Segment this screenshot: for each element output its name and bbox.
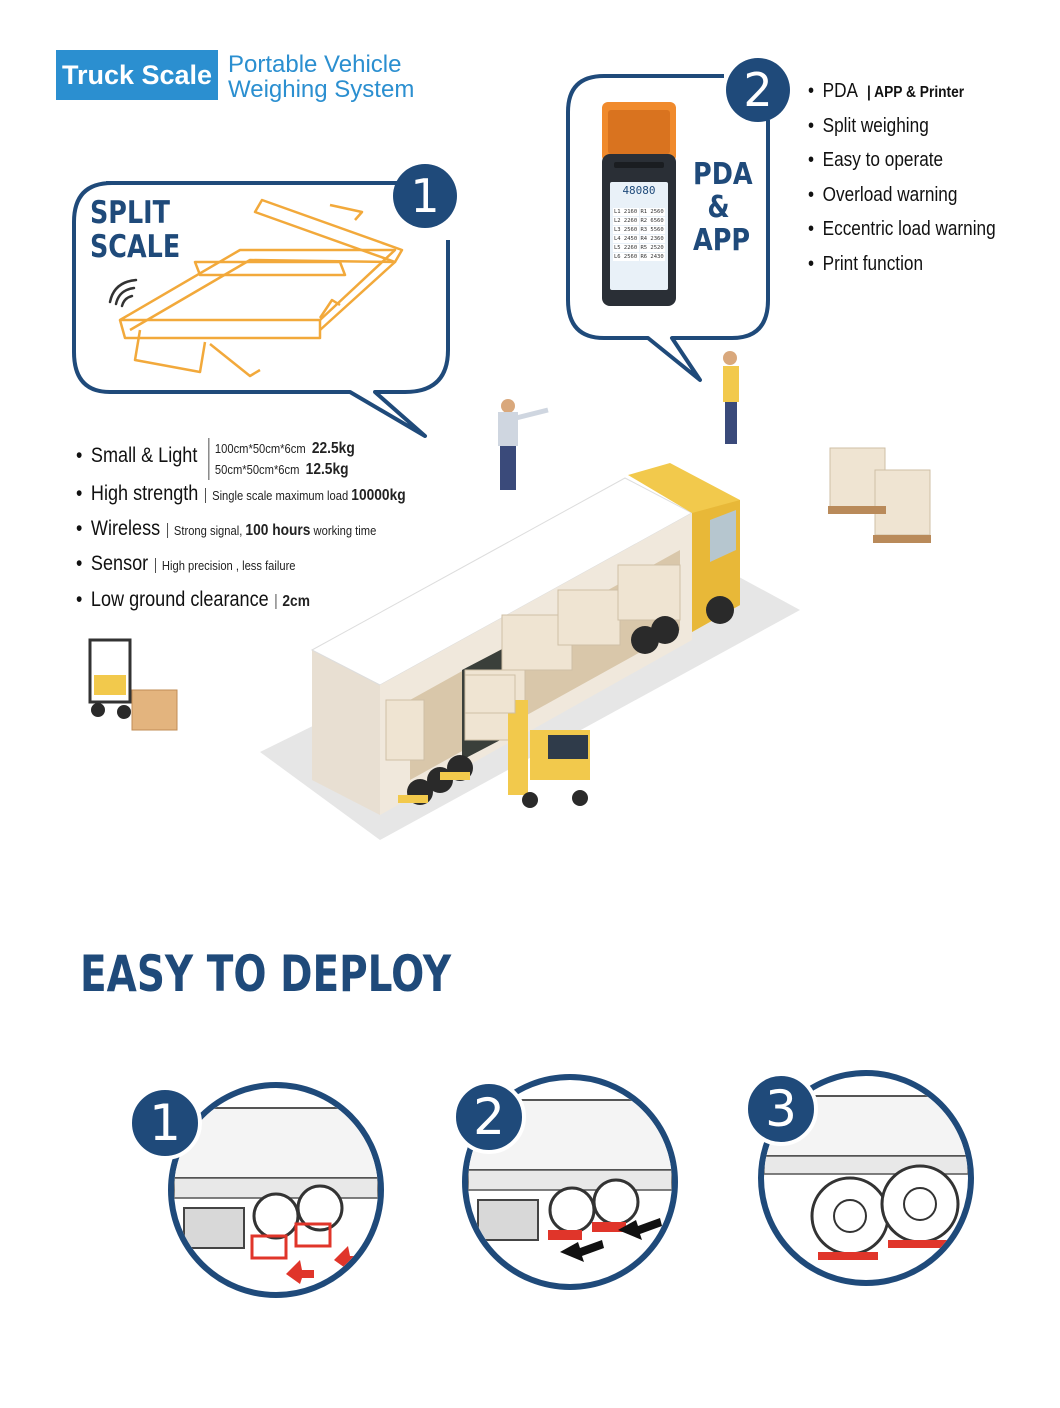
pda-feature-list: PDA | APP & Printer Split weighing Easy … — [808, 80, 1026, 287]
pda-app-label-line2: & — [707, 190, 730, 225]
feature-pda: PDA — [822, 80, 859, 102]
spec-sensor: Sensor High precision , less failure — [76, 552, 296, 576]
size1: 100cm*50cm*6cm — [214, 441, 306, 456]
spec-title: Wireless — [76, 517, 160, 540]
spec-clearance: Low ground clearance 2cm — [76, 588, 310, 612]
forklift — [88, 638, 178, 731]
weight1: 22.5kg — [311, 440, 355, 457]
deploy-step-2-number: 2 — [452, 1080, 526, 1154]
wifi-icon — [108, 278, 138, 308]
split-scale-illustration — [118, 198, 404, 378]
spec-title: Sensor — [76, 552, 148, 575]
header-subtitle-line1: Portable Vehicle — [228, 51, 402, 78]
callout1-bubble — [72, 181, 450, 438]
header-subtitle-line2: Weighing System — [228, 76, 415, 103]
worker-figure — [498, 399, 549, 490]
spec-title: Low ground clearance — [76, 588, 269, 611]
feature-item: Print function — [808, 253, 996, 288]
pda-cell: L4 2450 — [613, 235, 639, 243]
spec-title: High strength — [76, 482, 198, 505]
truck-cab — [628, 463, 740, 654]
truck-scene-illustration — [88, 351, 931, 840]
pda-reading: 48080 — [622, 184, 656, 197]
spec-strength: High strength Single scale maximum load 1… — [76, 482, 406, 506]
pda-grid: L1 2160 R1 2560 L2 2260 R2 6560 L3 2560 … — [613, 208, 665, 261]
spec-title: Small & Light — [76, 444, 197, 468]
size-block: 100cm*50cm*6cm 22.5kg 50cm*50cm*6cm 12.5… — [208, 438, 355, 480]
split-scale-label: SPLIT SCALE — [90, 196, 180, 264]
callout1-number: 1 — [393, 164, 457, 228]
spec-small-light: Small & Light 100cm*50cm*6cm 22.5kg 50cm… — [76, 438, 355, 480]
split-scale-label-line2: SCALE — [90, 229, 181, 265]
spec-value: 2cm — [282, 593, 310, 610]
pda-app-label: PDA & APP — [693, 157, 753, 258]
pda-cell: R4 2360 — [639, 235, 665, 243]
pda-device: 48080 L1 2160 R1 2560 L2 2260 R2 6560 L3… — [600, 102, 678, 308]
pda-cell: L3 2560 — [613, 226, 639, 234]
spec-value: 100 hours — [245, 522, 311, 539]
feature-app-printer: APP & Printer — [874, 84, 965, 101]
spec-detail: Single scale maximum load — [212, 488, 349, 503]
feature-item: Split weighing — [808, 115, 996, 150]
spec-wireless: Wireless Strong signal, 100 hours working… — [76, 517, 377, 541]
pda-cell: R2 6560 — [639, 217, 665, 225]
weight2: 12.5kg — [305, 461, 349, 478]
forklift — [464, 674, 590, 808]
pda-cell: R6 2430 — [639, 253, 665, 261]
spec-detail: working time — [313, 523, 377, 538]
pda-app-label-line3: APP — [693, 223, 751, 258]
deploy-title: EASY TO DEPLOY — [80, 945, 452, 1003]
spec-detail: High precision , less failure — [155, 558, 296, 573]
deploy-step-3-number: 3 — [744, 1072, 818, 1146]
deploy-step-1-illustration — [168, 1082, 384, 1298]
spec-value: 10000kg — [351, 487, 406, 504]
header-subtitle: Portable Vehicle Weighing System — [228, 52, 414, 102]
callout2-number: 2 — [726, 58, 790, 122]
pda-app-label-line1: PDA — [693, 157, 753, 192]
pda-cell: L6 2560 — [613, 253, 639, 261]
pda-cell: R1 2560 — [639, 208, 665, 216]
deploy-step-1-number: 1 — [128, 1086, 202, 1160]
feature-item: Overload warning — [808, 184, 996, 219]
size2: 50cm*50cm*6cm — [214, 462, 300, 477]
feature-item: Easy to operate — [808, 149, 996, 184]
split-scale-label-line1: SPLIT — [90, 195, 170, 231]
worker-figure — [723, 351, 739, 444]
pda-cell: L5 2260 — [613, 244, 639, 252]
pda-cell: L2 2260 — [613, 217, 639, 225]
callout2-bubble — [566, 74, 770, 382]
pda-cell: R3 5560 — [639, 226, 665, 234]
pda-cell: L1 2160 — [613, 208, 639, 216]
pallets — [828, 447, 931, 543]
feature-item: Eccentric load warning — [808, 218, 996, 253]
spec-detail: Strong signal, — [173, 523, 243, 538]
pda-cell: R5 2520 — [639, 244, 665, 252]
feature-item: PDA | APP & Printer — [808, 80, 996, 115]
trailer — [310, 477, 694, 815]
header-badge: Truck Scale — [56, 50, 218, 100]
deploy-step-2-illustration — [462, 1074, 678, 1290]
pda-screen: 48080 L1 2160 R1 2560 L2 2260 R2 6560 L3… — [610, 182, 668, 290]
